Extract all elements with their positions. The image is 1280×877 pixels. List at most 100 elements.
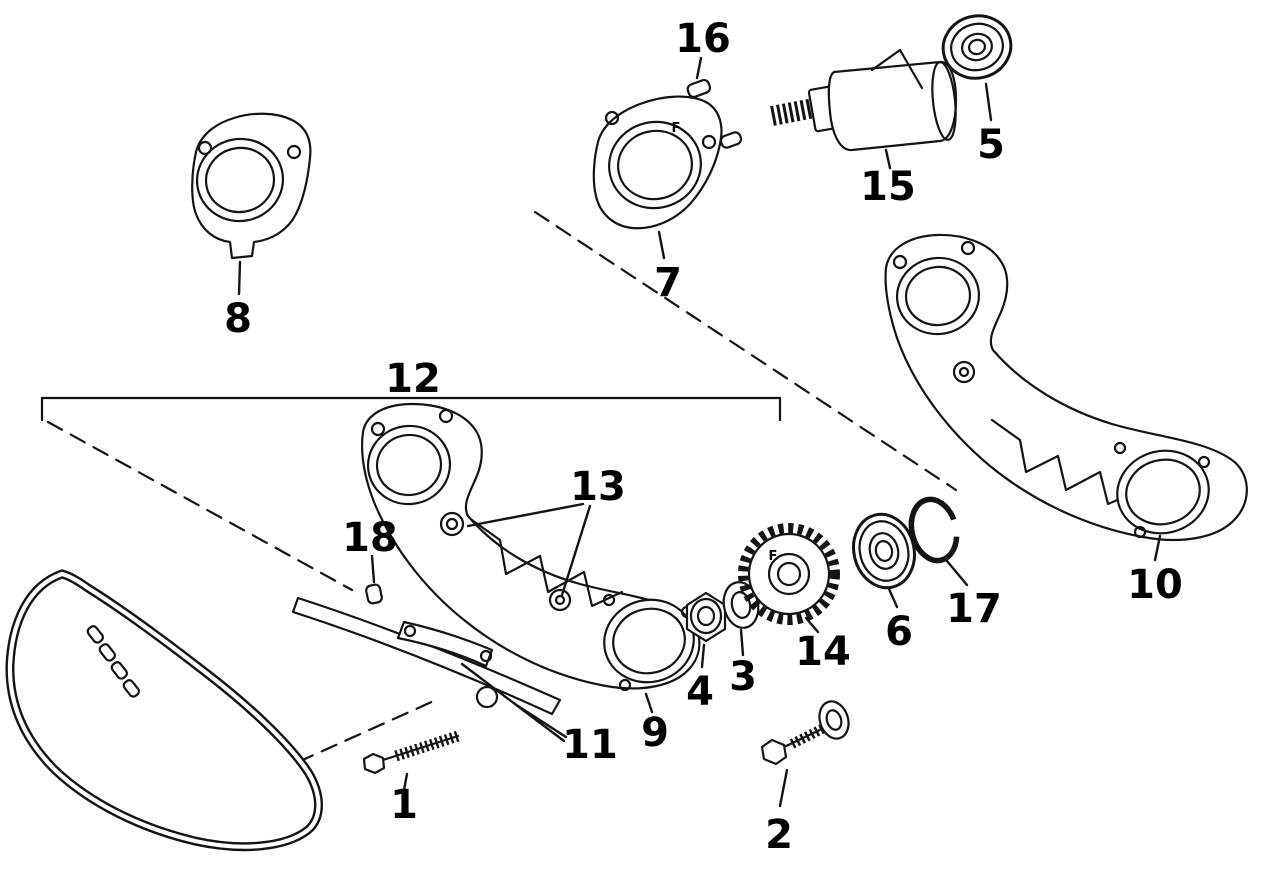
- part-9-pivot-bolt-lower-center: [554, 594, 566, 606]
- chain-outer: [5, 569, 323, 852]
- leader-15: [884, 148, 892, 170]
- part-16-pin-body: [686, 78, 712, 99]
- part-17-ring: [908, 496, 960, 564]
- part-15-end-face: [931, 61, 957, 141]
- part-5-inner-race: [961, 32, 993, 62]
- part-1-head: [362, 752, 386, 775]
- part-label-5: 5: [977, 122, 1005, 168]
- part-6-inner-race: [868, 532, 900, 570]
- part-5-bore-hole: [967, 38, 987, 56]
- part-8-flange-housing: [191, 112, 312, 260]
- part-14-bore: [776, 561, 802, 587]
- part-label-14: 14: [795, 629, 851, 675]
- part-14-sprocket: F: [738, 523, 840, 625]
- part-16-pin-second: [719, 131, 743, 149]
- part-label-8: 8: [224, 296, 252, 342]
- part-11-clip: [475, 685, 499, 709]
- part-10-plate-hole: [960, 240, 976, 256]
- part-14-rim: [747, 532, 831, 616]
- part-8-bore: [195, 137, 285, 223]
- part-4-hole: [696, 605, 716, 627]
- part-12-span-bracket: [40, 396, 782, 422]
- part-9-plate-hole: [370, 421, 386, 437]
- leader-9: [644, 692, 654, 714]
- cam-chain: [5, 569, 323, 852]
- part-10-pivot-bolt-center: [958, 366, 970, 378]
- part-3-washer: [722, 581, 760, 629]
- leader-11b: [460, 662, 566, 743]
- part-11-blade-hole: [479, 649, 493, 663]
- part-6-bearing: [852, 512, 916, 590]
- part-3-hole: [730, 591, 752, 619]
- part-8-ear-hole: [286, 144, 302, 160]
- part-11-long-blade: [291, 596, 562, 716]
- part-5-bearing: [941, 14, 1013, 80]
- part-15-cylinder: [827, 60, 958, 152]
- part-labels: 1 2 3 4 5 6 7 8 9 10 11 12 13 14 15 16 1…: [224, 16, 1183, 858]
- part-9-ear-hole: [602, 593, 616, 607]
- part-10-ear-hole: [1133, 525, 1147, 539]
- part-label-11: 11: [562, 722, 618, 768]
- part-9-left-opening: [366, 424, 452, 506]
- part-18-pin-body: [365, 583, 383, 605]
- part-9-plate-hole: [438, 408, 454, 424]
- part-label-7: 7: [654, 260, 682, 306]
- part-10-plate-hole: [892, 254, 908, 270]
- part-9-ear-hole: [618, 678, 632, 692]
- part-7-f-stamp: F: [672, 121, 681, 136]
- chain-link-detail: [86, 625, 140, 698]
- part-10-tensioner-arm: [884, 233, 1248, 542]
- part-label-13: 13: [570, 464, 626, 510]
- part-14-f-stamp: F: [769, 549, 778, 564]
- leader-13b: [560, 504, 592, 597]
- part-10-ear-hole: [1197, 455, 1211, 469]
- part-14-hub: [767, 552, 811, 596]
- part-10-ear-hole: [1113, 441, 1127, 455]
- part-10-bore: [1116, 449, 1210, 535]
- part-11-guide-shoes: [291, 596, 562, 716]
- part-2-shank: [782, 725, 828, 749]
- leader-3: [739, 628, 745, 657]
- part-10-pivot-bolt: [952, 360, 976, 384]
- part-9-pivot-bolt-upper: [439, 511, 465, 537]
- part-6-race-ring: [858, 520, 910, 582]
- part-10-truss: [990, 418, 1138, 506]
- part-2-head: [760, 738, 788, 766]
- leader-7: [657, 230, 666, 260]
- leader-14: [804, 616, 820, 634]
- part-1-bolt: [362, 730, 460, 775]
- part-label-10: 10: [1127, 562, 1183, 608]
- centerline-main-axis: [533, 210, 958, 492]
- leader-1: [402, 772, 409, 792]
- part-4-nut: [685, 591, 727, 643]
- part-label-1: 1: [390, 782, 418, 828]
- part-14-teeth: [738, 523, 840, 625]
- leader-5: [984, 82, 993, 122]
- leader-8: [237, 260, 242, 296]
- part-label-17: 17: [946, 586, 1002, 632]
- part-18-pin: [365, 583, 383, 605]
- part-15-adjuster-body: [770, 48, 958, 152]
- part-1-threads: [394, 730, 460, 762]
- part-15-top-notch: [870, 48, 924, 90]
- bracket-line: [40, 396, 782, 422]
- part-label-12: 12: [385, 356, 441, 402]
- part-8-ear-hole: [197, 140, 213, 156]
- part-5-race-ring: [950, 22, 1004, 72]
- part-17-snap-ring: [908, 496, 960, 564]
- part-7-bore: [608, 120, 702, 210]
- part-label-15: 15: [860, 164, 916, 210]
- part-2-threads: [789, 722, 829, 749]
- part-label-16: 16: [675, 16, 731, 62]
- part-15-threaded-stud: [770, 98, 816, 126]
- part-9-tensioner-arm: [361, 402, 701, 692]
- leader-18: [370, 554, 376, 584]
- part-2-bolt-washer: [760, 700, 850, 766]
- leader-4: [700, 643, 706, 669]
- part-label-3: 3: [729, 654, 757, 700]
- part-label-9: 9: [641, 710, 669, 756]
- leader-2: [778, 768, 789, 808]
- leader-lines: [237, 56, 1162, 808]
- part-9-pivot-bolt-lower: [548, 588, 572, 612]
